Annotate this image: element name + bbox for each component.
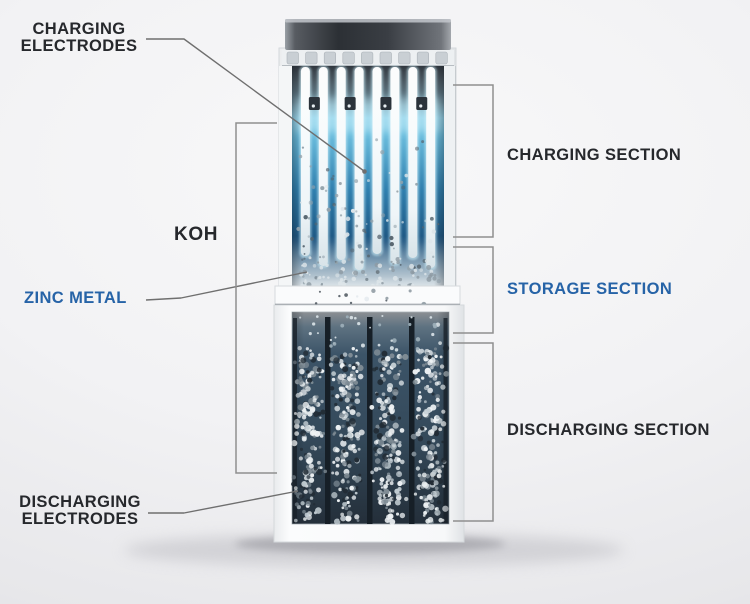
label-charging-section: CHARGING SECTION xyxy=(507,146,682,164)
storage-tray xyxy=(274,285,461,306)
terminal-tab-row xyxy=(282,50,454,66)
label-zinc-metal: ZINC METAL xyxy=(24,289,127,307)
plate-connectors xyxy=(308,97,428,110)
left-wall xyxy=(279,66,292,290)
charging-electrodes-leader xyxy=(146,38,365,172)
label-charging-electrodes: CHARGING ELECTRODES xyxy=(18,20,140,56)
zinc-granule-particles xyxy=(290,314,450,525)
koh-bracket xyxy=(235,122,277,474)
right-wall xyxy=(444,66,456,290)
battery-device xyxy=(273,19,465,543)
discharging-electrodes-leader xyxy=(148,490,299,514)
charging-section-bracket xyxy=(453,84,494,238)
discharging-module xyxy=(273,304,465,543)
charging-module xyxy=(278,19,457,294)
zinc-metal-leader xyxy=(145,271,308,301)
label-discharging-section: DISCHARGING SECTION xyxy=(507,421,710,439)
charging-electrode-plates xyxy=(300,67,436,270)
label-charging-electrodes-line2: ELECTRODES xyxy=(20,37,138,56)
label-discharging-electrodes: DISCHARGING ELECTRODES xyxy=(12,493,148,529)
storage-section-bracket xyxy=(453,246,494,334)
discharging-section-bracket xyxy=(453,342,494,522)
label-koh: KOH xyxy=(174,224,219,245)
section-brackets xyxy=(235,84,494,522)
label-discharging-electrodes-line1: DISCHARGING xyxy=(19,493,141,511)
label-storage-section: STORAGE SECTION xyxy=(507,280,673,298)
leader-lines xyxy=(145,38,367,514)
charging-electrodes-leader-dot xyxy=(362,169,367,174)
label-discharging-electrodes-line2: ELECTRODES xyxy=(21,510,139,529)
top-cap xyxy=(285,19,451,50)
label-charging-electrodes-line1: CHARGING xyxy=(32,20,126,38)
